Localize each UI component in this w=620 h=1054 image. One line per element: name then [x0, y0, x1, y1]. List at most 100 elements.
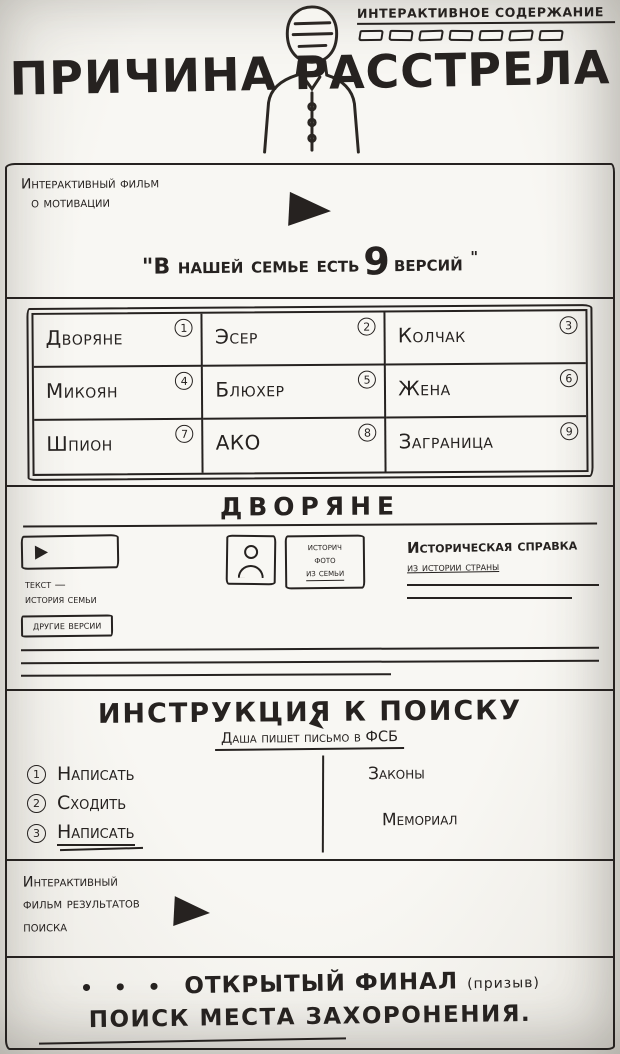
body-text-line: [20, 646, 600, 652]
results-film-label-line3: поиска: [23, 919, 68, 936]
version-cell-dvoryane[interactable]: Дворяне 1: [33, 313, 204, 368]
video-caption-line2: история семьи: [25, 593, 97, 607]
version-detail-section: ДВОРЯНЕ текст — история семьи: [7, 487, 613, 691]
burial-search-heading: ПОИСК МЕСТА ЗАХОРОНЕНИЯ.: [88, 1000, 532, 1034]
family-story-column: текст — история семьи: [20, 534, 212, 608]
step-label: Сходить: [57, 792, 127, 814]
fsb-letter-subtitle-text: Даша пишет письмо в ФСБ: [221, 729, 399, 747]
open-final-text: ОТКРЫТЫЙ ФИНАЛ: [184, 968, 459, 1000]
photo-caption-line2: фото: [313, 554, 336, 566]
other-versions-button[interactable]: другие версии: [20, 614, 114, 638]
motivation-play-icon[interactable]: [288, 191, 332, 228]
instruction-steps: 1 Написать 2 Сходить 3 Написать: [21, 756, 322, 853]
step-number: 3: [27, 824, 46, 843]
quote-text: В нашей семье есть: [153, 252, 360, 280]
version-cell-eser[interactable]: Эсер 2: [202, 312, 387, 367]
quote-close-mark: ": [470, 247, 479, 266]
family-video-caption: текст — история семьи: [21, 577, 212, 608]
reference-text-line: [407, 597, 573, 599]
historical-reference-title: Историческая справка: [407, 535, 578, 558]
family-video-thumbnail[interactable]: [20, 534, 120, 570]
version-label: Блюхер: [215, 377, 285, 402]
versions-grid: Дворяне 1 Эсер 2 Колчак 3 Микоян 4: [26, 304, 594, 481]
footer-underline: [38, 1037, 346, 1045]
title-word-1: ПРИЧИНА: [9, 46, 278, 106]
body-text-line: [20, 659, 600, 665]
historical-reference-column: Историческая справка из истории страны: [407, 535, 599, 608]
main-frame: Интерактивный фильм о мотивации "В нашей…: [5, 163, 615, 1050]
version-cell-kolchak[interactable]: Колчак 3: [385, 311, 586, 366]
content-thumbnail[interactable]: [388, 29, 414, 42]
version-cell-mikoyan[interactable]: Микоян 4: [33, 366, 204, 421]
search-results-film-section: Интерактивный фильм результатов поиска: [7, 861, 613, 958]
content-thumbnail[interactable]: [478, 29, 504, 42]
video-caption-line1: текст —: [25, 578, 66, 591]
version-number: 6: [559, 369, 578, 388]
version-cell-zhena[interactable]: Жена 6: [386, 364, 587, 419]
version-number: 7: [175, 424, 194, 443]
step-number: 1: [27, 764, 46, 784]
version-number: 8: [358, 423, 377, 442]
laws-link[interactable]: Законы: [367, 763, 425, 785]
version-cell-shpion[interactable]: Шпион 7: [34, 419, 204, 474]
step-number: 2: [27, 793, 46, 813]
versions-section: Дворяне 1 Эсер 2 Колчак 3 Микоян 4: [7, 299, 613, 487]
version-label: Заграница: [398, 428, 494, 454]
version-cell-ako[interactable]: АКО 8: [203, 418, 387, 473]
quote-number: 9: [363, 238, 391, 284]
resources-column: Законы Мемориал: [321, 755, 600, 854]
version-number: 5: [358, 370, 377, 389]
reference-text-line: [407, 584, 599, 586]
instruction-step: 2 Сходить: [27, 792, 322, 814]
content-thumbnail[interactable]: [538, 29, 564, 42]
page-header: ИНТЕРАКТИВНОЕ СОДЕРЖАНИЕ: [0, 0, 620, 163]
version-detail-title: ДВОРЯНЕ: [22, 490, 598, 528]
version-label: Колчак: [397, 322, 466, 348]
content-thumbnail[interactable]: [507, 29, 535, 42]
open-final-heading: • • • ОТКРЫТЫЙ ФИНАЛ (призыв): [15, 966, 605, 1002]
body-text-line: [20, 672, 391, 677]
version-label: Микоян: [45, 378, 119, 403]
version-number: 1: [174, 318, 193, 337]
version-label: Дворяне: [45, 325, 123, 350]
open-final-section: • • • ОТКРЫТЫЙ ФИНАЛ (призыв) ПОИСК МЕСТ…: [7, 958, 613, 1048]
version-label: Жена: [398, 376, 451, 401]
historical-reference-subtitle: из истории страны: [407, 559, 500, 575]
version-cell-zagranitsa[interactable]: Заграница 9: [386, 417, 586, 471]
search-instructions-section: ИНСТРУКЦИЯ К ПОИСКУ Даша пишет письмо в …: [7, 691, 613, 861]
results-film-label-line1: Интерактивный: [22, 873, 118, 891]
content-thumbnails: [357, 29, 615, 42]
instruction-step: 1 Написать: [27, 763, 322, 785]
version-number: 4: [175, 371, 194, 390]
interactive-contents: ИНТЕРАКТИВНОЕ СОДЕРЖАНИЕ: [356, 4, 616, 42]
memorial-link[interactable]: Мемориал: [381, 809, 458, 831]
motivation-film-label-line1: Интерактивный фильм: [20, 175, 160, 193]
person-icon: [243, 544, 258, 560]
step-label: Написать: [57, 763, 135, 785]
person-icon-shoulders: [237, 564, 264, 579]
version-number: 9: [560, 422, 579, 441]
content-thumbnail[interactable]: [417, 29, 445, 42]
photo-caption-line3: из семьи: [305, 567, 344, 582]
version-number: 3: [559, 316, 578, 335]
quote-open-mark: ": [141, 254, 154, 280]
content-thumbnail[interactable]: [448, 29, 474, 42]
instructions-columns: 1 Написать 2 Сходить 3 Написать Законы М…: [21, 755, 600, 854]
motivation-film-section: Интерактивный фильм о мотивации "В нашей…: [7, 165, 613, 299]
quote-text-suffix: версий: [393, 251, 463, 277]
prizyv-note: (призыв): [466, 974, 541, 993]
version-cell-blyukher[interactable]: Блюхер 5: [203, 365, 387, 420]
results-play-icon[interactable]: [172, 896, 211, 928]
photo-caption-box[interactable]: историч фото из семьи: [284, 534, 366, 590]
title-word-2: РАССТРЕЛА: [293, 40, 611, 101]
executed-person-sketch: [263, 5, 360, 154]
results-film-label-line2: фильм результатов: [22, 895, 140, 914]
family-photo-placeholder[interactable]: [225, 534, 277, 586]
detail-content-row: текст — история семьи историч фото из се…: [20, 534, 599, 608]
version-label: Шпион: [46, 431, 113, 456]
ellipsis-dots: • • •: [79, 974, 168, 1001]
results-film-label: Интерактивный фильм результатов поиска: [23, 870, 140, 939]
version-label: Эсер: [214, 324, 259, 349]
page-title: ПРИЧИНА РАССТРЕЛА: [0, 40, 620, 106]
